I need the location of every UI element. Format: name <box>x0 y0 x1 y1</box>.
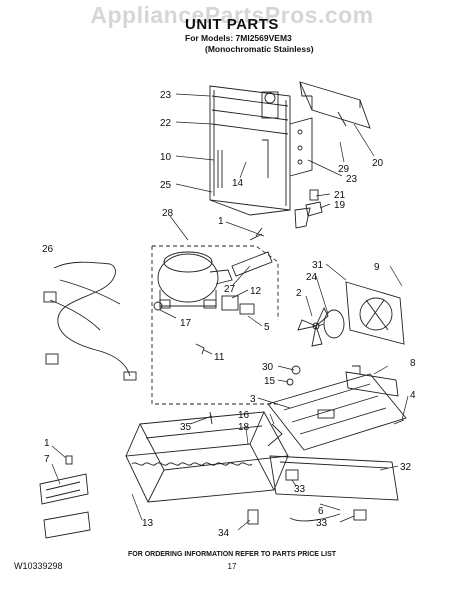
callout-2: 2 <box>296 288 302 299</box>
bracket-part <box>345 365 399 397</box>
callout-20: 20 <box>372 158 384 169</box>
base-pan-part <box>267 373 407 451</box>
callout-23-right: 23 <box>346 174 358 185</box>
callout-9: 9 <box>374 262 380 273</box>
compressor-part <box>153 251 233 311</box>
callout-24: 24 <box>306 272 318 283</box>
callout-17: 17 <box>180 318 192 329</box>
callout-35: 35 <box>180 422 192 433</box>
callout-32: 32 <box>400 462 412 473</box>
callout-8: 8 <box>410 358 416 369</box>
grommet-part <box>291 365 301 375</box>
fan-motor-part <box>317 309 345 339</box>
callout-12: 12 <box>250 286 262 297</box>
relay-part <box>221 295 255 315</box>
model-subline: (Monochromatic Stainless) <box>205 44 314 54</box>
model-line: For Models: 7MI2569VEM3 <box>185 33 292 43</box>
screw-part <box>393 419 405 425</box>
callout-33-mid: 33 <box>294 484 306 495</box>
drier-part <box>231 227 273 277</box>
callout-26: 26 <box>42 244 54 255</box>
callout-1-left: 1 <box>44 438 50 449</box>
document-number: W10339298 <box>14 561 63 571</box>
callout-25: 25 <box>160 180 172 191</box>
callout-10: 10 <box>160 152 172 163</box>
foot-part <box>285 469 299 481</box>
callout-15: 15 <box>264 376 276 387</box>
mount-plate-part <box>269 455 399 501</box>
callout-6: 6 <box>318 506 324 517</box>
callout-13: 13 <box>142 518 154 529</box>
fan-blade-part <box>297 306 329 347</box>
watermark: AppliancePartsPros.com <box>90 2 374 28</box>
wire-harness-part <box>43 261 137 381</box>
callout-28: 28 <box>162 208 174 219</box>
page-title: UNIT PARTS <box>185 16 279 33</box>
callout-3: 3 <box>250 394 256 405</box>
wire-part <box>289 513 341 522</box>
page-number: 17 <box>227 562 237 571</box>
bushing-part <box>247 509 259 525</box>
model-info: For Models: 7MI2569VEM3 (Monochromatic S… <box>185 33 314 55</box>
callout-33-bottom: 33 <box>316 518 328 529</box>
callout-23-top: 23 <box>160 90 172 101</box>
callout-4: 4 <box>410 390 416 401</box>
side-bracket-part <box>262 117 313 229</box>
callout-7: 7 <box>44 454 50 465</box>
callout-22: 22 <box>160 118 172 129</box>
duct-part <box>299 81 371 129</box>
callout-34: 34 <box>218 528 230 539</box>
callout-1-top: 1 <box>218 216 224 227</box>
cord-bracket-part <box>39 455 91 539</box>
clip-part <box>195 343 205 355</box>
tube-part <box>267 423 283 447</box>
callout-11: 11 <box>214 352 225 363</box>
fan-shroud-part <box>345 281 405 345</box>
callout-31: 31 <box>312 260 324 271</box>
foot-part <box>353 509 367 521</box>
callout-21: 21 <box>334 190 346 201</box>
callout-5: 5 <box>264 322 270 333</box>
callout-29: 29 <box>338 164 350 175</box>
callout-16: 16 <box>238 410 250 421</box>
callout-30: 30 <box>262 362 274 373</box>
connector-part <box>305 189 323 217</box>
callout-14: 14 <box>232 178 244 189</box>
ordering-info: FOR ORDERING INFORMATION REFER TO PARTS … <box>127 551 337 558</box>
callout-18: 18 <box>238 422 250 433</box>
condenser-frame-part <box>209 85 291 216</box>
condenser-coil-part <box>125 411 289 503</box>
callout-19: 19 <box>334 200 346 211</box>
callout-27: 27 <box>224 284 236 295</box>
